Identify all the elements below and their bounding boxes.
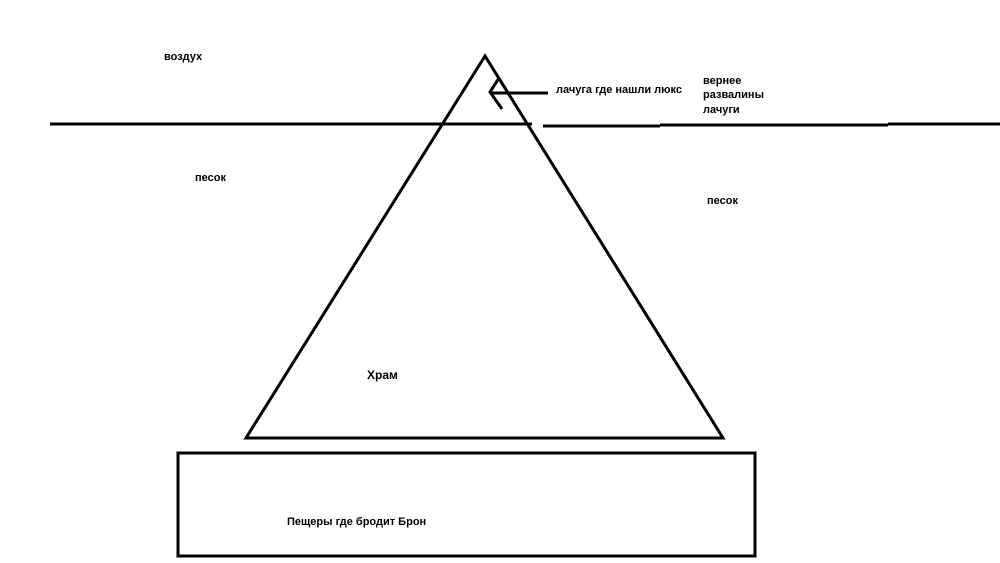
caves-box: [176, 451, 757, 558]
label-air: воздух: [164, 51, 203, 63]
label-caves: Пещеры где бродит Брон: [287, 516, 427, 528]
label-hut: лачуга где нашли люкс: [556, 84, 683, 96]
label-sand-left: песок: [195, 172, 226, 184]
label-ruins-line3: лачуги: [703, 103, 740, 116]
label-ruins-line2: развалины: [703, 89, 764, 102]
temple-triangle: [243, 53, 726, 440]
arrow-head: [488, 77, 504, 110]
label-sand-right: песок: [707, 195, 738, 207]
label-ruins: вернее развалины лачуги: [703, 74, 764, 117]
label-ruins-line1: вернее: [703, 75, 742, 87]
label-temple: Храм: [367, 368, 398, 382]
